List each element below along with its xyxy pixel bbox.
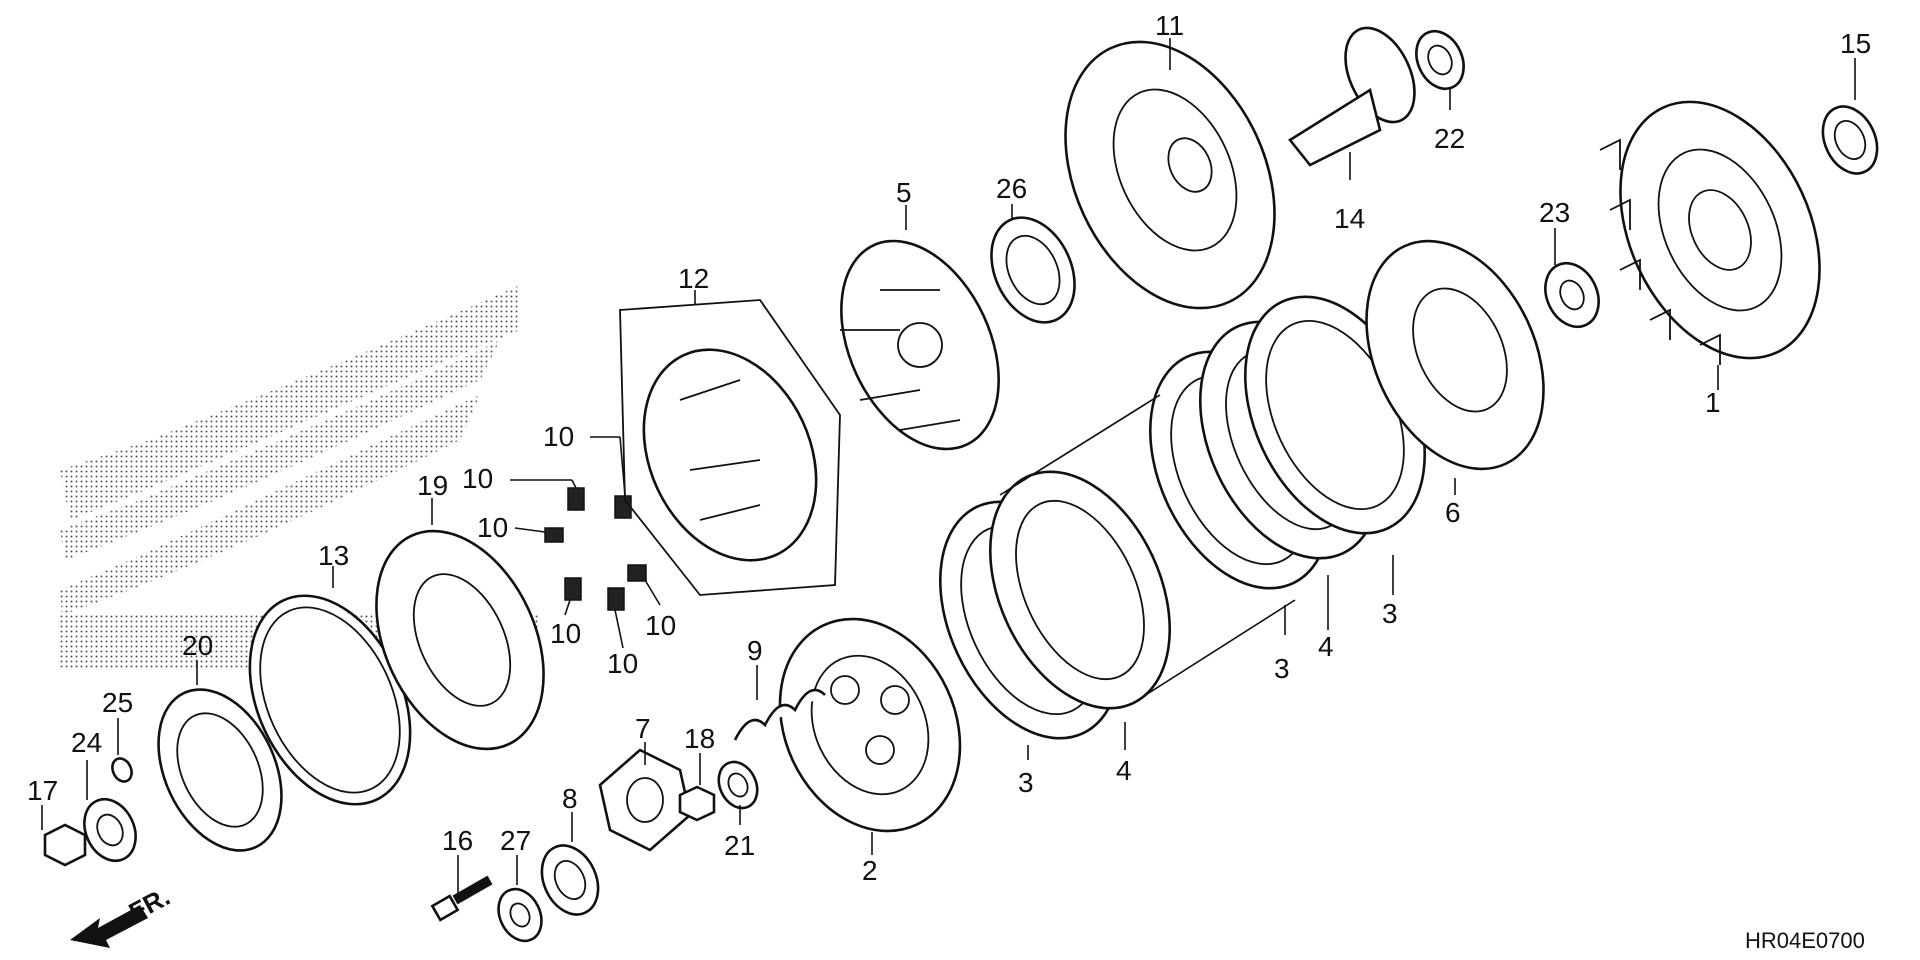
part-21-washer bbox=[717, 760, 759, 810]
callout-12: 12 bbox=[678, 263, 709, 294]
callout-10-b: 10 bbox=[462, 463, 493, 494]
callout-19: 19 bbox=[417, 470, 448, 501]
part-9-spring bbox=[733, 688, 826, 741]
part-2-drive-hub bbox=[778, 617, 962, 833]
callout-5: 5 bbox=[896, 177, 912, 208]
part-11-clutch-drum bbox=[1064, 40, 1276, 310]
callout-17: 17 bbox=[27, 775, 58, 806]
callout-3-a: 3 bbox=[1018, 767, 1034, 798]
callout-9: 9 bbox=[747, 635, 763, 666]
part-12-shoe-assembly bbox=[619, 299, 841, 596]
leader-lines bbox=[41, 38, 1856, 895]
callout-13: 13 bbox=[318, 540, 349, 571]
part-8-collar bbox=[540, 844, 600, 916]
callout-25: 25 bbox=[102, 687, 133, 718]
part-13-ring bbox=[248, 594, 412, 806]
front-direction-arrow: FR. bbox=[70, 881, 175, 948]
part-7-hole bbox=[626, 777, 664, 823]
callout-8: 8 bbox=[562, 783, 578, 814]
callout-4-a: 4 bbox=[1116, 755, 1132, 786]
callout-15: 15 bbox=[1840, 28, 1871, 59]
callout-11: 11 bbox=[1155, 10, 1184, 41]
part-20-plate bbox=[157, 688, 283, 852]
callout-14: 14 bbox=[1334, 203, 1365, 234]
callout-2: 2 bbox=[862, 855, 878, 886]
part-19-plate bbox=[375, 529, 545, 751]
callout-labels: 1 2 3 3 3 4 4 5 6 7 8 9 10 10 10 10 10 1… bbox=[27, 10, 1871, 886]
part-10-weights bbox=[544, 487, 647, 611]
part-26-one-way-clutch bbox=[990, 216, 1076, 324]
part-14-gear-shaft bbox=[1288, 26, 1416, 167]
part-25-washer bbox=[111, 757, 133, 783]
part-22-washer bbox=[1415, 29, 1465, 91]
stack-guide-line-bottom bbox=[1129, 599, 1296, 706]
callout-10-e: 10 bbox=[607, 648, 638, 679]
part-5-drive-plate bbox=[840, 239, 1000, 451]
callout-10-c: 10 bbox=[477, 512, 508, 543]
stack-guide-line-top bbox=[999, 394, 1161, 496]
callout-26: 26 bbox=[996, 173, 1027, 204]
callout-6: 6 bbox=[1445, 497, 1461, 528]
callout-18: 18 bbox=[684, 723, 715, 754]
callout-10-a: 10 bbox=[543, 421, 574, 452]
callout-24: 24 bbox=[71, 727, 102, 758]
callout-3-b: 3 bbox=[1274, 653, 1290, 684]
part-18-nut bbox=[678, 785, 716, 822]
part-16-bolt bbox=[430, 875, 493, 922]
callout-22: 22 bbox=[1434, 123, 1465, 154]
callout-10-f: 10 bbox=[645, 610, 676, 641]
callout-10-d: 10 bbox=[550, 618, 581, 649]
part-15-collar bbox=[1821, 105, 1879, 175]
part-23-washer bbox=[1544, 261, 1600, 329]
callout-1: 1 bbox=[1705, 387, 1721, 418]
callout-20: 20 bbox=[182, 630, 213, 661]
callout-23: 23 bbox=[1539, 197, 1570, 228]
callout-3-c: 3 bbox=[1382, 598, 1398, 629]
part-27-bearing bbox=[497, 887, 543, 943]
callout-27: 27 bbox=[500, 825, 531, 856]
diagram-code: HR04E0700 bbox=[1745, 928, 1865, 953]
part-6-pressure-plate bbox=[1365, 239, 1545, 471]
callout-16: 16 bbox=[442, 825, 473, 856]
part-17-nut bbox=[43, 823, 87, 867]
callout-7: 7 bbox=[635, 713, 651, 744]
callout-4-b: 4 bbox=[1318, 631, 1334, 662]
callout-21: 21 bbox=[724, 830, 755, 861]
part-24-washer bbox=[83, 797, 137, 863]
part-1-clutch-outer bbox=[1599, 100, 1821, 365]
